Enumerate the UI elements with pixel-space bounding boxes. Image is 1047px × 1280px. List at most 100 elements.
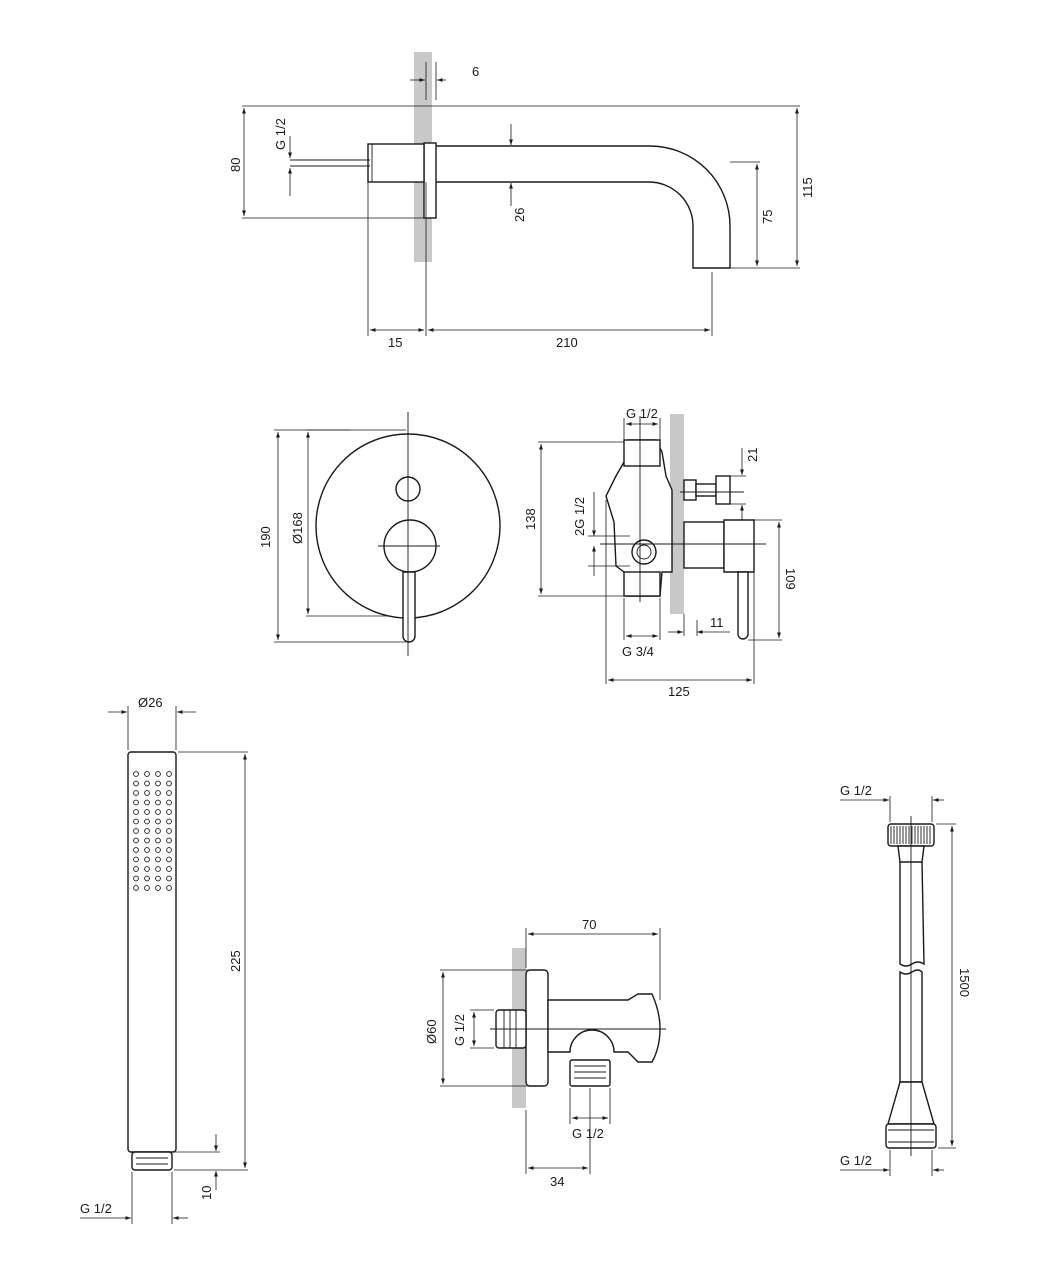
mixer-wall-section (670, 414, 684, 614)
shower-nozzle-grid (133, 771, 172, 891)
hose-dim-1500: 1500 (957, 968, 972, 997)
spout-pipe (436, 145, 731, 269)
nozzle (155, 780, 161, 787)
nozzle (166, 790, 172, 796)
outlet-dim-70: 70 (582, 917, 596, 932)
nozzle (166, 780, 172, 787)
hand-dim-225: 225 (228, 950, 243, 972)
lever-side (737, 571, 749, 640)
nozzle (166, 809, 172, 815)
nozzle (133, 847, 139, 853)
spout-inlet-sleeve (367, 143, 425, 183)
nozzle (144, 856, 150, 863)
nozzle (144, 818, 150, 825)
spout-dim-75: 75 (760, 210, 775, 224)
hand-dim-thread: G 1/2 (80, 1201, 112, 1216)
nozzle (144, 828, 150, 834)
diverter-stem (715, 475, 731, 505)
nozzle (144, 866, 150, 872)
nozzle (133, 799, 139, 806)
nozzle (133, 856, 139, 863)
nozzle (155, 837, 161, 844)
side-dim-21: 21 (745, 448, 760, 462)
nozzle (133, 837, 139, 844)
nozzle (166, 866, 172, 872)
nozzle (133, 790, 139, 796)
nozzle (155, 856, 161, 863)
nozzle (166, 828, 172, 834)
nozzle (133, 771, 139, 777)
nozzle (155, 875, 161, 882)
hand-shower-connector (131, 1151, 173, 1171)
hand-shower-drawing: Ø26 225 10 G 1/2 (80, 695, 248, 1224)
spout-dim-6: 6 (472, 64, 479, 79)
spout-dim-thread: G 1/2 (273, 118, 288, 150)
nozzle (166, 875, 172, 882)
nozzle (166, 818, 172, 825)
nozzle (155, 790, 161, 796)
side-dim-125: 125 (668, 684, 690, 699)
nozzle (133, 828, 139, 834)
nozzle (133, 866, 139, 872)
spout-dim-115: 115 (800, 177, 815, 198)
side-dim-g34: G 3/4 (622, 644, 654, 659)
nozzle (144, 771, 150, 777)
hose-lower-tube (899, 969, 923, 1083)
mixer-side-drawing: G 1/2 21 2G 1/2 138 109 11 G 3/4 125 (523, 406, 798, 699)
mixer-lever (402, 571, 416, 643)
outlet-dim-thread-out: G 1/2 (572, 1126, 604, 1141)
hose-dim-thread-top: G 1/2 (840, 783, 872, 798)
side-dim-138: 138 (523, 508, 538, 530)
outlet-dim-34: 34 (550, 1174, 564, 1189)
nozzle (133, 875, 139, 882)
nozzle (144, 847, 150, 853)
nozzle (166, 771, 172, 777)
hand-shower-body (127, 751, 177, 1153)
nozzle (144, 780, 150, 787)
spout-dim-15: 15 (388, 335, 402, 350)
spout-dim-210: 210 (556, 335, 578, 350)
outlet-body-holder (547, 993, 661, 1063)
nozzle (144, 790, 150, 796)
lever-hub-side (723, 519, 755, 573)
nozzle (133, 780, 139, 787)
nozzle (155, 847, 161, 853)
nozzle (155, 866, 161, 872)
nozzle (166, 837, 172, 844)
side-dim-top-thread: G 1/2 (626, 406, 658, 421)
hose-drawing: G 1/2 1500 G 1/2 (840, 783, 972, 1176)
spout-drawing: 6 80 G 1/2 26 75 115 15 210 (228, 52, 815, 350)
hand-dim-10: 10 (199, 1186, 214, 1200)
side-port (631, 539, 657, 565)
nozzle (144, 799, 150, 806)
side-dim-11: 11 (710, 615, 724, 630)
outlet-rosette (525, 969, 549, 1087)
nozzle (155, 799, 161, 806)
nozzle (155, 809, 161, 815)
nozzle (155, 771, 161, 777)
spout-dim-26: 26 (512, 208, 527, 222)
top-inlet-nipple (623, 439, 661, 467)
nozzle (155, 828, 161, 834)
nozzle (144, 837, 150, 844)
nozzle (144, 809, 150, 815)
mixer-front-drawing: 190 Ø168 (258, 412, 501, 656)
nozzle (133, 885, 139, 891)
side-dim-2g: 2G 1/2 (572, 497, 587, 536)
nozzle (144, 875, 150, 882)
nozzle (166, 856, 172, 863)
nozzle (166, 799, 172, 806)
mixer-dim-190: 190 (258, 526, 273, 548)
nozzle (166, 885, 172, 891)
outlet-dim-diam60: Ø60 (424, 1019, 439, 1044)
nozzle (166, 847, 172, 853)
mixer-dim-diam168: Ø168 (290, 512, 305, 544)
wall-outlet-drawing: 70 Ø60 G 1/2 G 1/2 34 (424, 917, 666, 1189)
hand-dim-diam26: Ø26 (138, 695, 163, 710)
nozzle (133, 818, 139, 825)
nozzle (155, 885, 161, 891)
side-dim-109: 109 (783, 568, 798, 590)
spout-dim-80: 80 (228, 158, 243, 172)
